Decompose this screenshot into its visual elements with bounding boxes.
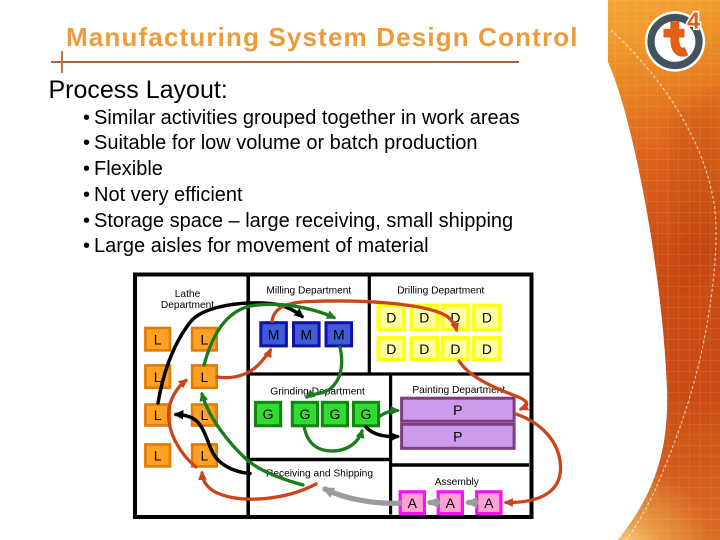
svg-text:D: D xyxy=(386,341,396,357)
svg-text:A: A xyxy=(484,495,494,511)
svg-text:Lathe: Lathe xyxy=(175,289,201,300)
svg-text:Painting Department: Painting Department xyxy=(412,385,505,396)
svg-text:M: M xyxy=(300,327,312,343)
svg-text:L: L xyxy=(154,407,162,423)
svg-text:P: P xyxy=(453,429,462,445)
svg-text:A: A xyxy=(408,495,418,511)
svg-text:D: D xyxy=(482,310,492,326)
svg-text:D: D xyxy=(419,341,429,357)
svg-text:M: M xyxy=(333,327,345,343)
svg-text:4: 4 xyxy=(687,8,700,34)
svg-text:D: D xyxy=(419,310,429,326)
svg-text:G: G xyxy=(361,406,372,422)
svg-text:L: L xyxy=(201,448,209,464)
svg-text:A: A xyxy=(446,495,456,511)
svg-text:G: G xyxy=(263,406,274,422)
svg-text:Drilling Department: Drilling Department xyxy=(397,285,484,296)
svg-text:D: D xyxy=(482,341,492,357)
svg-text:Assembly: Assembly xyxy=(435,477,480,488)
svg-text:L: L xyxy=(154,332,162,348)
svg-text:D: D xyxy=(386,310,396,326)
svg-text:Milling Department: Milling Department xyxy=(266,285,351,296)
svg-text:L: L xyxy=(154,369,162,385)
svg-text:L: L xyxy=(201,407,209,423)
svg-text:P: P xyxy=(453,402,462,418)
svg-text:Receiving and Shipping: Receiving and Shipping xyxy=(266,468,373,479)
svg-text:L: L xyxy=(201,369,209,385)
svg-text:M: M xyxy=(268,327,280,343)
svg-text:D: D xyxy=(450,341,460,357)
svg-text:G: G xyxy=(299,406,310,422)
svg-text:Department: Department xyxy=(161,300,214,311)
svg-text:D: D xyxy=(450,310,460,326)
svg-text:G: G xyxy=(329,406,340,422)
svg-text:L: L xyxy=(201,332,209,348)
svg-text:L: L xyxy=(154,448,162,464)
svg-text:Grinding Department: Grinding Department xyxy=(270,386,365,397)
